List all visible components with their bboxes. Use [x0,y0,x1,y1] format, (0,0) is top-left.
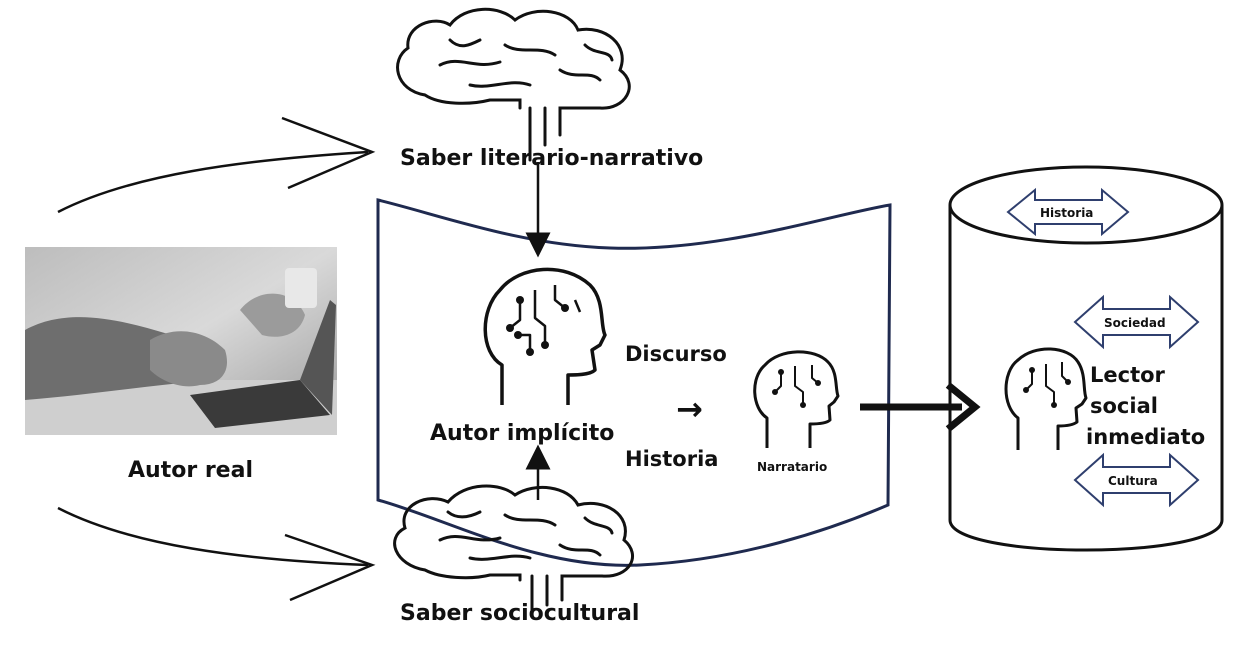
label-lector-line1: Lector [1090,363,1166,387]
discourse-scroll [376,198,892,567]
label-lector-line2: social [1090,394,1158,418]
historia-double-arrow [1006,187,1130,237]
brain-icon [393,484,635,612]
typing-laptop-photo [25,247,337,435]
arrow-to-saber-sociocultural [57,506,376,602]
label-autor-implicito: Autor implícito [430,421,614,446]
label-cyl-cultura: Cultura [1108,474,1158,488]
label-narratario: Narratario [757,460,827,474]
label-cyl-historia: Historia [1040,206,1093,220]
arrow-to-lector [860,382,981,432]
ai-head-icon [1004,347,1088,450]
label-saber-literario: Saber literario-narrativo [400,146,703,171]
sociedad-double-arrow [1073,294,1200,350]
label-autor-real: Autor real [128,458,253,483]
label-saber-sociocultural: Saber sociocultural [400,601,639,626]
cultura-double-arrow [1073,452,1200,508]
brain-icon [396,7,631,162]
ai-head-icon [483,267,607,405]
arrow-to-saber-literario [57,116,376,214]
small-arrow-glyph: → [676,390,703,428]
ai-head-icon [753,350,840,448]
label-cyl-sociedad: Sociedad [1104,316,1166,330]
label-discurso: Discurso [625,342,727,366]
label-historia: Historia [625,447,718,471]
label-lector-line3: inmediato [1086,425,1205,449]
